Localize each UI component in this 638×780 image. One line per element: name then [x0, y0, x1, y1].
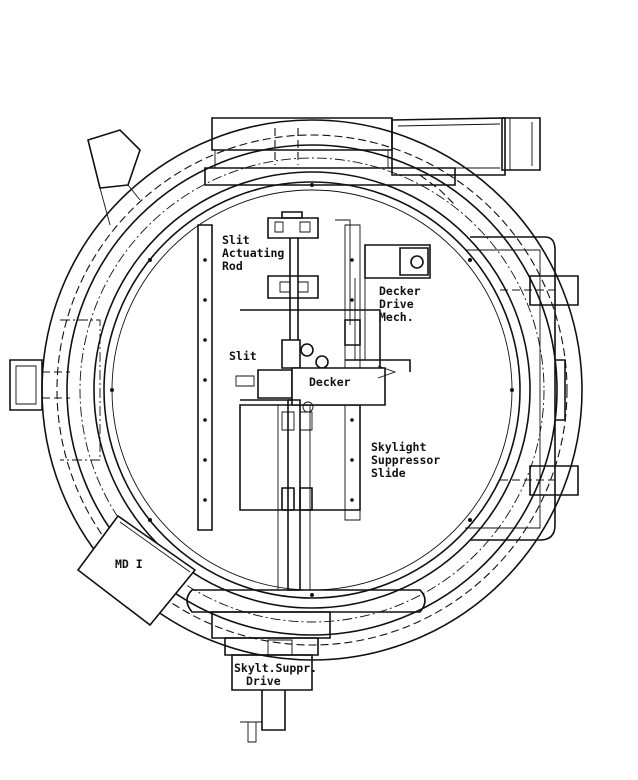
decker-drive-mech-label-line: Drive: [379, 297, 414, 311]
skylt-suppr-drive-label-line: Skylt.Suppr.: [234, 661, 318, 675]
slit-actuating-rod-label-line: Rod: [222, 259, 243, 273]
skylight-suppressor-slide-label: Skylight Suppressor Slide: [371, 441, 440, 480]
slit-label: Slit: [229, 349, 257, 363]
fastener-dots: [110, 183, 514, 597]
md-i-label: MD I: [115, 557, 143, 571]
decker-drive-mech-label: Decker Drive Mech.: [379, 285, 421, 324]
skylight-suppressor-slide-label-line: Skylight: [371, 440, 427, 454]
decker-drive-mechanism: [344, 244, 431, 372]
skylight-suppressor-slide-label-line: Suppressor: [371, 453, 441, 467]
slit-actuating-rod-label: Slit Actuating Rod: [222, 234, 284, 273]
slit-actuating-rod-label-line: Actuating: [222, 246, 285, 260]
slit-actuating-rod: [267, 211, 319, 340]
top-left-bracket: [87, 129, 141, 226]
skylt-suppr-drive-label: Skylt.Suppr. Drive: [234, 662, 317, 688]
decker-drive-mech-label-line: Mech.: [379, 310, 414, 324]
skylight-suppressor-slide: [277, 399, 314, 591]
decker-label: Decker: [309, 375, 351, 389]
slit-decker-assembly: [235, 339, 397, 406]
md-i-housing: [76, 514, 197, 627]
right-frame: [465, 236, 579, 541]
slit-actuating-rod-label-line: Slit: [222, 233, 250, 247]
bottom-drive: [186, 589, 426, 743]
skylight-suppressor-slide-label-line: Slide: [371, 466, 406, 480]
skylt-suppr-drive-label-line: Drive: [246, 674, 281, 688]
top-housing: [204, 117, 541, 206]
left-port: [9, 319, 101, 461]
decker-drive-mech-label-line: Decker: [379, 284, 421, 298]
